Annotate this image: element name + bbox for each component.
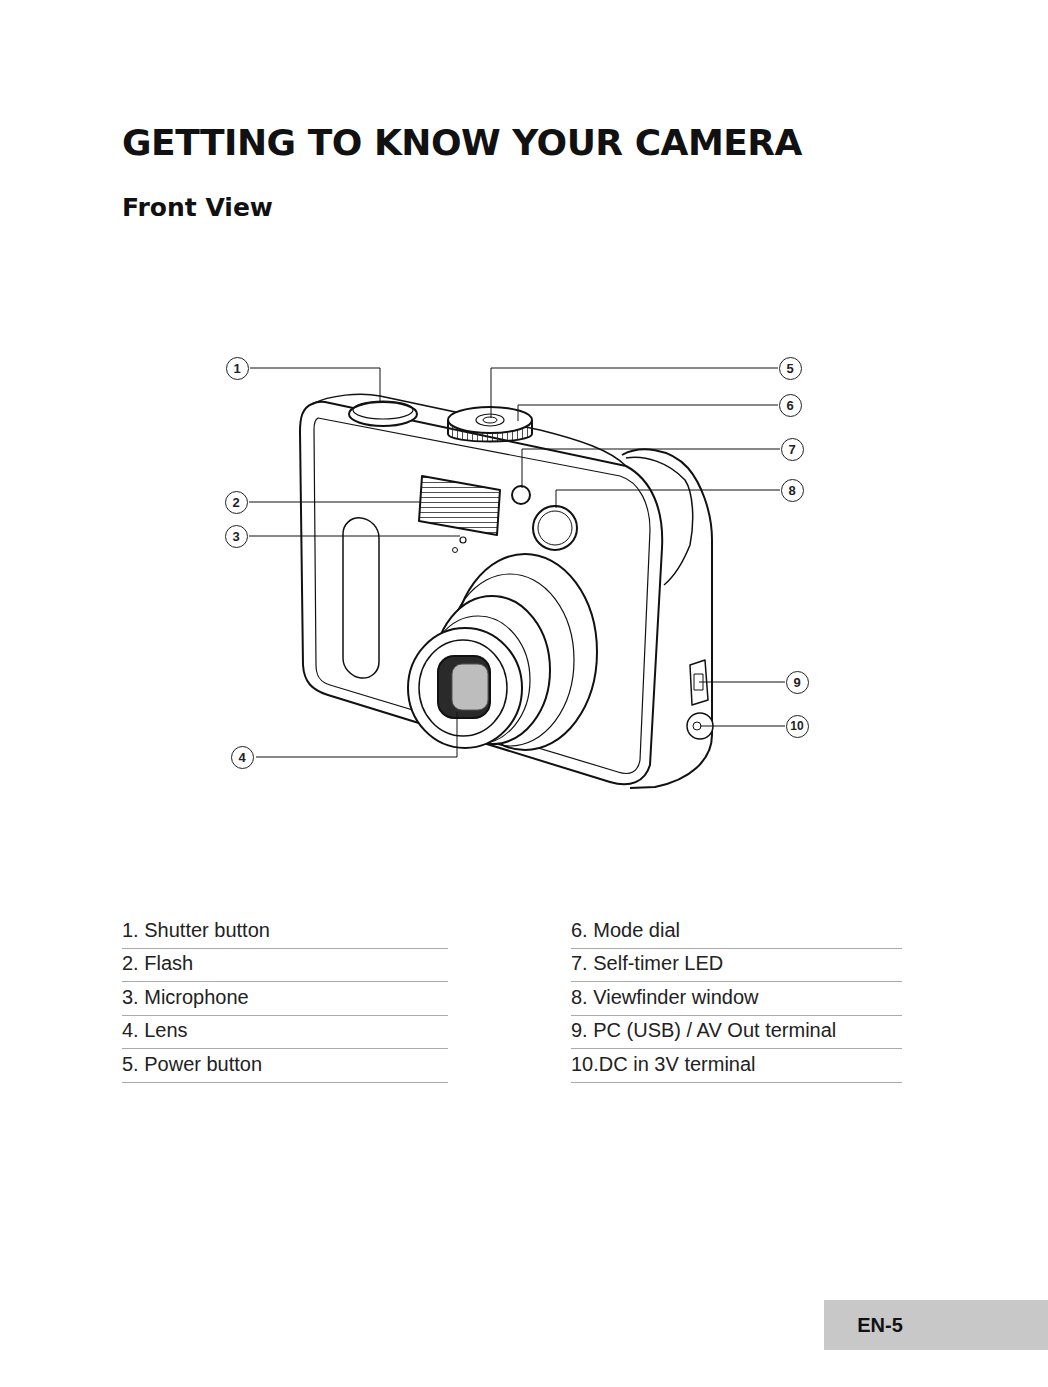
page-number-wrap: EN-5	[857, 1314, 903, 1337]
callout-number: 7	[781, 438, 804, 461]
page-title: GETTING TO KNOW YOUR CAMERA	[122, 122, 802, 163]
callout-number: 1	[226, 357, 249, 380]
callout-number: 3	[225, 525, 248, 548]
part-name-cell: 3. Microphone	[122, 983, 448, 1016]
part-name-cell: 10.DC in 3V terminal	[571, 1050, 902, 1083]
part-name-cell: 8. Viewfinder window	[571, 983, 902, 1016]
part-name-cell: 9. PC (USB) / AV Out terminal	[571, 1016, 902, 1049]
callout-number: 9	[786, 671, 809, 694]
part-name-cell: 5. Power button	[122, 1050, 448, 1083]
callout-number: 2	[225, 491, 248, 514]
leader-lines	[249, 368, 785, 757]
part-name-cell: 6. Mode dial	[571, 916, 902, 949]
callout-number: 10	[786, 715, 809, 738]
callout-number: 4	[231, 746, 254, 769]
callout-number: 5	[779, 357, 802, 380]
page-number: EN-5	[857, 1314, 903, 1337]
part-name-cell: 7. Self-timer LED	[571, 949, 902, 982]
callout-number: 8	[781, 479, 804, 502]
section-heading: Front View	[122, 193, 273, 222]
part-name-cell: 1. Shutter button	[122, 916, 448, 949]
page-number-band: EN-5	[824, 1300, 1048, 1350]
part-name-cell: 2. Flash	[122, 949, 448, 982]
part-name-cell: 4. Lens	[122, 1016, 448, 1049]
callout-number: 6	[779, 394, 802, 417]
